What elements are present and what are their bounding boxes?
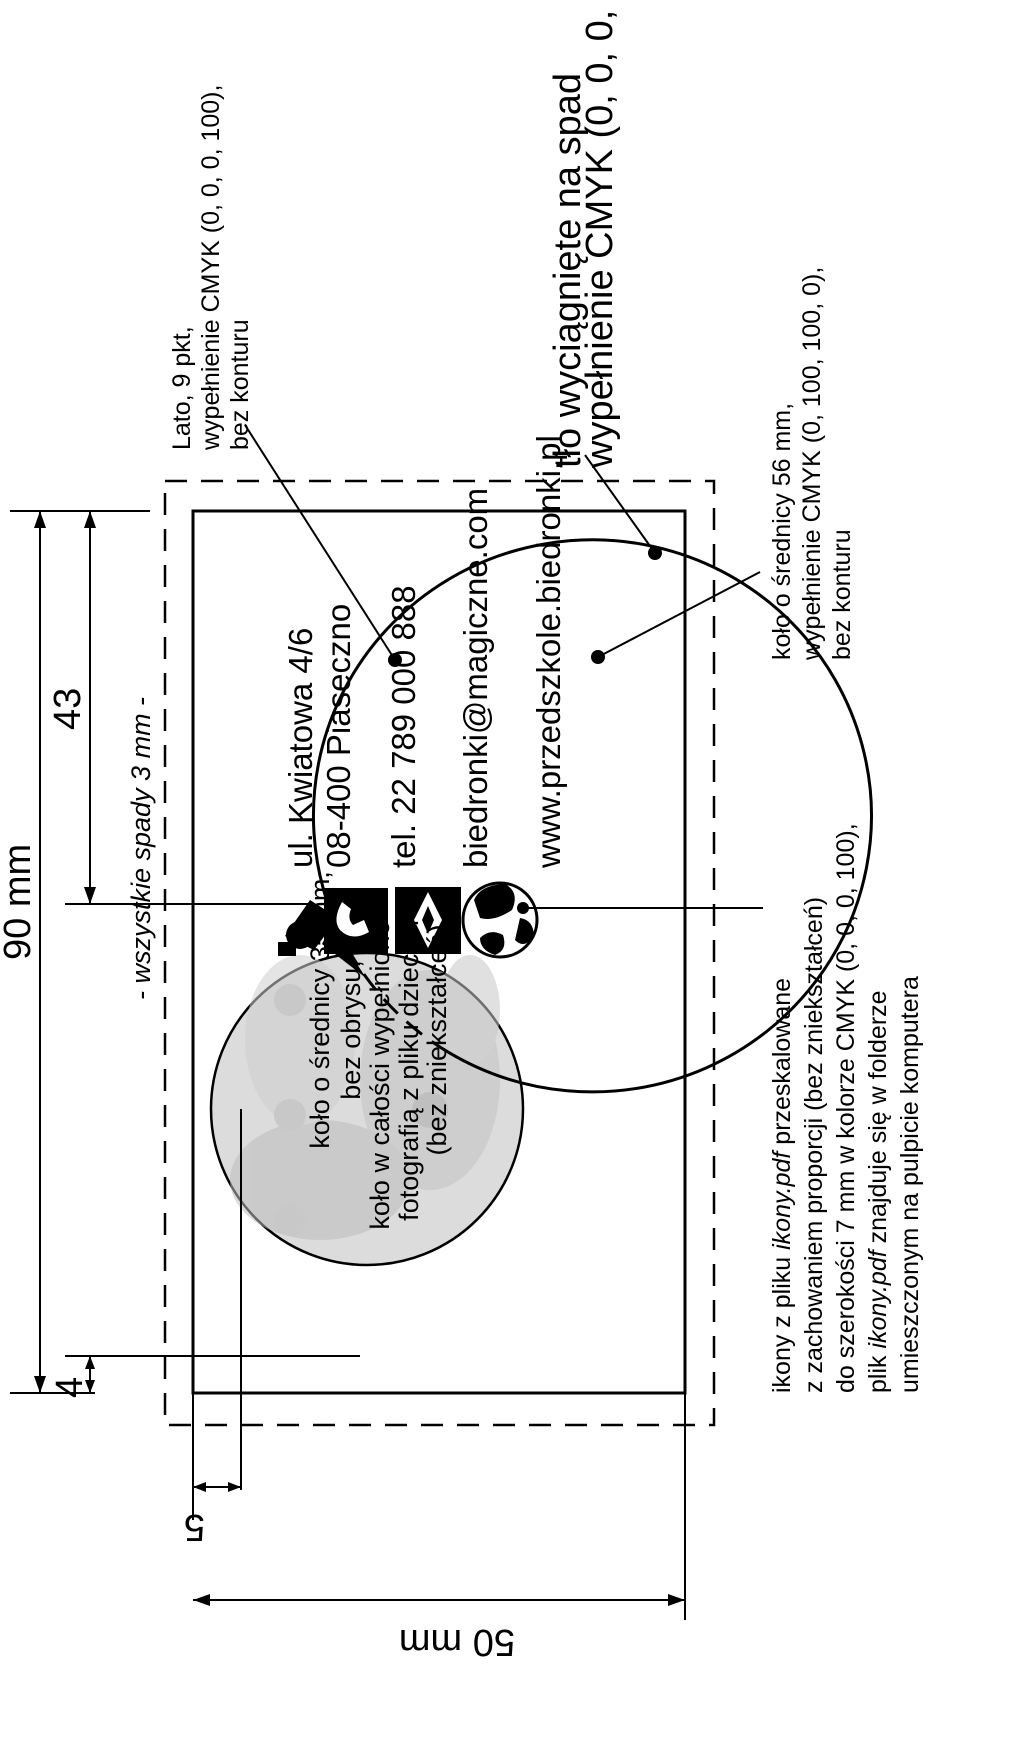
photo-note-line: bez obrysu, (336, 960, 366, 1100)
note-background-line: tło wyciągnięte na spad (547, 73, 589, 468)
card-address-1: ul. Kwiatowa 4/6 (282, 628, 319, 868)
note-font-line: bez konturu (226, 319, 254, 450)
photo-note-line: (bez zniekształceń) (422, 924, 452, 1155)
main-circle-dashed-arc (348, 950, 450, 1054)
note-background: tło wyciągnięte na spad wypełnienie CMYK… (547, 0, 621, 469)
dim-5-label: 5 (184, 1506, 205, 1548)
photo-note-line: koło o średnicy 35 mm, (305, 871, 335, 1149)
photo-circle-note: koło o średnicy 35 mm, bez obrysu, koło … (305, 871, 452, 1229)
card-email: biedronki@magiczne.com (457, 488, 494, 868)
leader-font (244, 424, 402, 667)
main-circle (311, 538, 873, 1094)
globe-icon (461, 881, 539, 959)
note-circle-line: bez konturu (828, 529, 856, 660)
dim-90mm-label: 90 mm (0, 844, 39, 960)
leader-icons (517, 902, 763, 914)
note-circle: koło o średnicy 56 mm, wypełnienie CMYK … (768, 267, 856, 661)
leader-circle (591, 571, 761, 664)
dimension-50mm: 50 mm (193, 1393, 686, 1663)
dim-43-label: 43 (47, 688, 89, 730)
photo-note-line: fotografią z pliku dzieci.tif (394, 919, 424, 1221)
dim-4-label: 4 (49, 1377, 91, 1398)
bleed-note: - wszystkie spady 3 mm - (126, 697, 156, 1000)
dim-50mm-label: 50 mm (399, 1621, 515, 1663)
card-www: www.przedszkole.biedronki.pl (530, 435, 567, 869)
card-outline (191, 509, 687, 1395)
phone-icon (324, 888, 388, 954)
bleed-outline (163, 479, 716, 1427)
photo-circle (209, 951, 525, 1267)
note-icons-line-3: do szerokości 7 mm w kolorze CMYK (0, 0,… (832, 823, 860, 1393)
note-icons-line-1: ikony z pliku ikony.pdf przeskalowane (768, 978, 796, 1393)
note-font: Lato, 9 pkt, wypełnienie CMYK (0, 0, 0, … (168, 85, 254, 451)
note-icons-line-5: umieszczonym na pulpicie komputera (896, 976, 924, 1393)
note-font-line: wypełnienie CMYK (0, 0, 0, 100), (197, 85, 225, 451)
dimension-90mm: 90 mm (0, 510, 150, 1394)
dimension-4: 4 (49, 1355, 360, 1398)
note-font-line: Lato, 9 pkt, (168, 326, 196, 450)
card-address-2: 08-400 Piaseczno (320, 604, 357, 868)
note-circle-line: wypełnienie CMYK (0, 100, 100, 0), (798, 267, 826, 661)
card-phone: tel. 22 789 000 888 (385, 585, 422, 868)
note-circle-line: koło o średnicy 56 mm, (768, 403, 796, 660)
dimension-43: 43 (47, 510, 312, 905)
note-icons-line-4: plik ikony.pdf znajduje się w folderze (864, 990, 892, 1393)
note-background-line: wypełnienie CMYK (0, 0, 0, 100), (579, 0, 621, 469)
note-icons-line-2: z zachowaniem proporcji (bez zniekształc… (800, 897, 828, 1393)
leader-background (584, 454, 662, 560)
envelope-icon (395, 887, 461, 954)
dimension-5: 5 (184, 1109, 242, 1548)
note-icons: ikony z pliku ikony.pdf przeskalowane z … (768, 823, 924, 1393)
photo-note-line: koło w całości wypełnione (365, 920, 395, 1229)
